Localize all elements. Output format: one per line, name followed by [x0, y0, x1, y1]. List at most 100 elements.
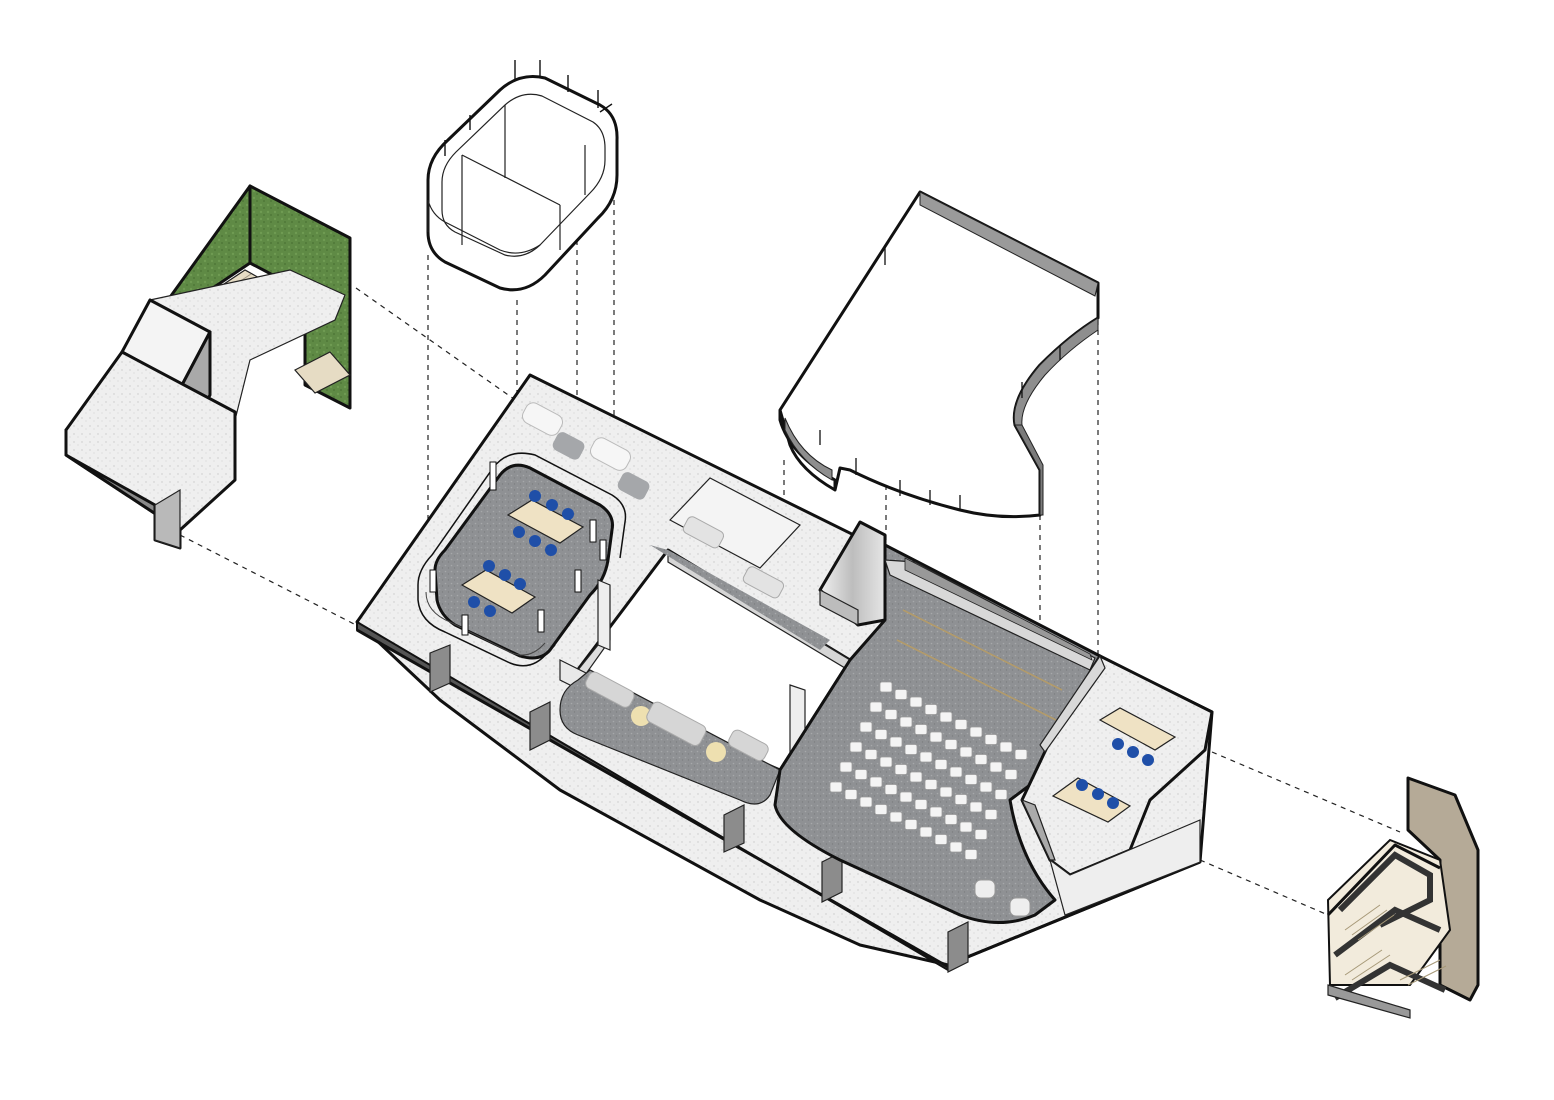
auditorium-seat [919, 751, 933, 763]
auditorium-seat [849, 741, 863, 753]
auditorium-wall-back [919, 191, 1099, 297]
terrace-stair-module [64, 184, 352, 550]
chair-blue [562, 508, 574, 520]
auditorium-seat [879, 681, 893, 693]
auditorium-seat [999, 741, 1013, 753]
projection-line-spiral-top [1211, 751, 1401, 833]
auditorium-seat [904, 744, 918, 755]
sofa [646, 701, 707, 746]
auditorium-seat [939, 711, 953, 723]
auditorium-seat [869, 701, 883, 713]
main-floor-plate [355, 373, 1214, 973]
auditorium-seat [859, 796, 873, 808]
auditorium-seat [929, 731, 943, 743]
auditorium-seat [869, 776, 883, 788]
chair-blue [1076, 779, 1088, 791]
chair-blue [545, 544, 557, 556]
auditorium-seat [949, 766, 963, 778]
auditorium-seat [864, 749, 878, 760]
auditorium-seat [974, 754, 988, 765]
auditorium-seat [979, 781, 993, 793]
chair-blue [483, 560, 495, 572]
auditorium [773, 543, 1102, 924]
auditorium-seat [959, 821, 973, 833]
lounge-area-top [521, 402, 650, 500]
meeting-table-2 [460, 569, 537, 614]
chair-blue [529, 535, 541, 547]
auditorium-seat [944, 739, 958, 750]
auditorium-seat [964, 849, 978, 860]
auditorium-seat [899, 716, 913, 728]
auditorium-seat [969, 801, 983, 813]
column-1 [429, 644, 451, 693]
chair-blue [513, 526, 525, 538]
stair-flight-lower [294, 351, 351, 394]
round-rug [706, 742, 726, 762]
atrium-post [597, 579, 611, 651]
sofa [585, 671, 635, 708]
auditorium-seat [969, 726, 983, 738]
corner-table-1 [1098, 707, 1177, 751]
pantry-counter [669, 477, 801, 569]
meeting-pod-enclosure [426, 60, 619, 292]
auditorium-seat [859, 721, 873, 733]
auditorium-seats [829, 681, 1028, 860]
auditorium-seat [909, 696, 923, 708]
chair-blue [1092, 788, 1104, 800]
auditorium-seat [889, 736, 903, 748]
auditorium-seat [854, 769, 868, 780]
round-rug [631, 706, 651, 726]
auditorium-seat [924, 779, 938, 790]
auditorium-seat [1004, 769, 1018, 780]
auditorium-seat [964, 774, 978, 785]
auditorium-seat [829, 781, 843, 793]
auditorium-seat [874, 729, 888, 740]
chair-blue [1142, 754, 1154, 766]
meeting-room [417, 452, 627, 667]
auditorium-seat [934, 759, 948, 770]
auditorium-seat [914, 799, 928, 810]
column-3 [723, 804, 745, 853]
meeting-table-1 [506, 499, 585, 544]
auditorium-seat [879, 756, 893, 768]
terrace-step-block [154, 488, 181, 549]
chair-blue [499, 569, 511, 581]
chair-blue [1127, 746, 1139, 758]
auditorium-wall-right [1014, 424, 1044, 516]
chair-blue [1112, 738, 1124, 750]
auditorium-seat [914, 724, 928, 735]
auditorium-seat [874, 804, 888, 815]
chair-blue [529, 490, 541, 502]
auditorium-seat [954, 719, 968, 730]
auditorium-seat [939, 786, 953, 798]
auditorium-wall-curved [784, 417, 833, 481]
lounge-carpet-area [559, 669, 781, 805]
pantry-corridor [650, 477, 830, 650]
auditorium-seat [904, 819, 918, 830]
spiral-stair-module [1326, 776, 1480, 1019]
column-5 [947, 921, 969, 973]
auditorium-seat [974, 829, 988, 840]
auditorium-seat [959, 746, 973, 758]
auditorium-seat [949, 841, 963, 853]
auditorium-seat [899, 791, 913, 803]
auditorium-seat [984, 809, 998, 820]
column-2 [529, 701, 551, 751]
auditorium-seat [944, 814, 958, 825]
auditorium-seat [884, 709, 898, 720]
auditorium-seat [909, 771, 923, 783]
chair-blue [514, 578, 526, 590]
lounge-carpet [559, 669, 781, 805]
chair-blue [1107, 797, 1119, 809]
sofa [728, 729, 769, 762]
auditorium-seat [924, 704, 938, 715]
auditorium-seat [989, 761, 1003, 773]
auditorium-seat [994, 789, 1008, 800]
meeting-chairs [468, 490, 574, 617]
auditorium-seat [884, 784, 898, 795]
projection-line-terrace-bottom [179, 534, 357, 626]
auditorium-seat [894, 764, 908, 775]
auditorium-seat [889, 811, 903, 823]
